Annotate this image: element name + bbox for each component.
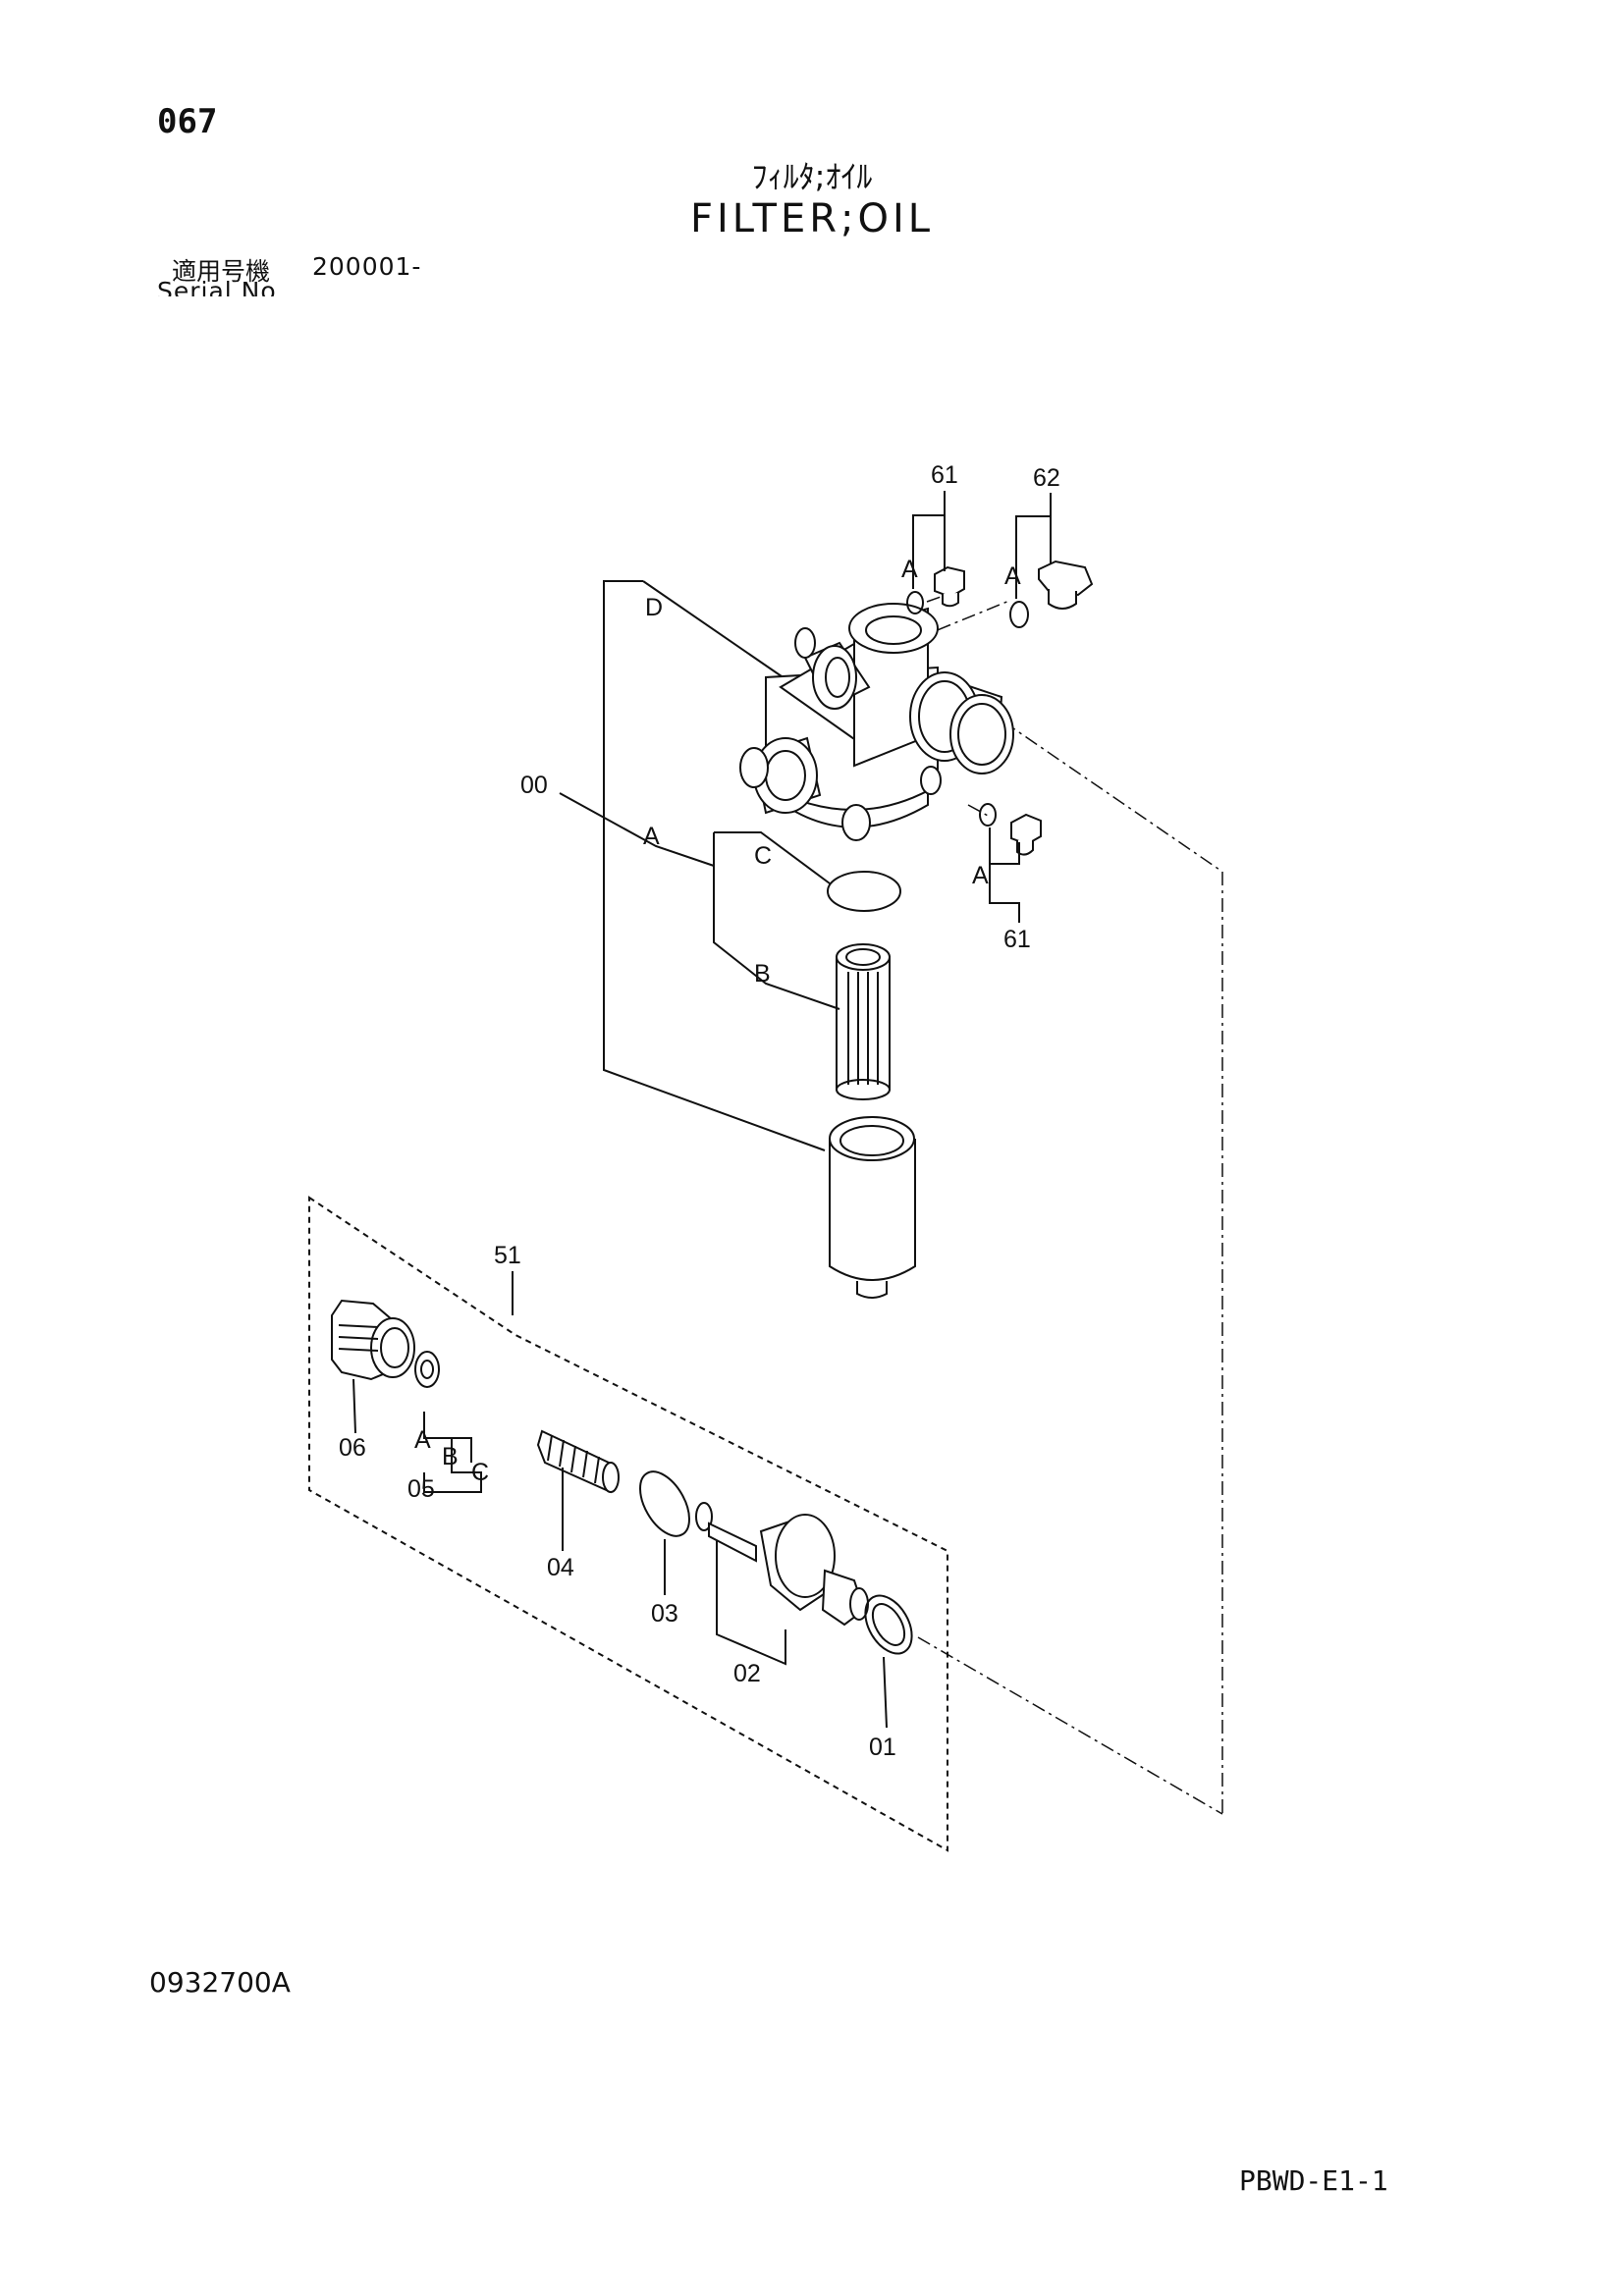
part-01-o-ring	[864, 1594, 913, 1655]
callout-62: 62	[1033, 464, 1060, 492]
plug-61-top	[906, 565, 965, 614]
part-05-washer	[414, 1351, 440, 1388]
leader-b	[713, 832, 840, 1010]
callout-51: 51	[494, 1242, 521, 1269]
callout-a-05: A	[414, 1426, 431, 1454]
part-03-o-ring	[639, 1470, 690, 1537]
page-number: 067	[157, 102, 218, 141]
page-title: FILTER;OIL	[689, 196, 935, 241]
leader-61-top	[912, 491, 946, 589]
leader-c	[714, 831, 831, 884]
callout-b-00: B	[754, 960, 771, 988]
kit-51-boundary	[308, 1196, 948, 1852]
callout-c-00: C	[754, 842, 772, 870]
callout-b-05: B	[442, 1443, 459, 1470]
filter-head-housing	[739, 603, 1014, 841]
callout-a-62: A	[1004, 562, 1021, 590]
drawing-code: 0932700A	[149, 1966, 291, 1999]
callout-05: 05	[407, 1475, 435, 1503]
leader-61-side	[989, 828, 1020, 865]
callout-61-side: 61	[1003, 926, 1031, 953]
callout-02: 02	[733, 1660, 761, 1687]
page-title-japanese: ﾌｨﾙﾀ;ｵｲﾙ	[751, 158, 873, 195]
footer-code: PBWD-E1-1	[1239, 2164, 1388, 2197]
callout-labels: 61 62 A A D 00 A C B A 61 51 06 A B C 05…	[339, 461, 1060, 1761]
alignment-lines	[912, 596, 1223, 1815]
callout-a-61-top: A	[901, 556, 918, 583]
callout-a-00: A	[643, 823, 660, 850]
callout-04: 04	[547, 1554, 574, 1581]
serial-label: Serial No	[157, 277, 277, 296]
callout-61-top: 61	[931, 461, 958, 489]
callout-06: 06	[339, 1434, 366, 1462]
part-06-plug	[331, 1299, 415, 1381]
callout-c-05: C	[471, 1459, 489, 1486]
callout-00: 00	[520, 772, 548, 799]
serial-number-value: 200001-	[312, 252, 422, 281]
callout-01: 01	[869, 1734, 896, 1761]
leader-62	[1015, 493, 1052, 599]
leader-d	[642, 580, 798, 688]
part-04-spring	[536, 1429, 620, 1494]
callout-d: D	[645, 594, 663, 621]
leader-00	[559, 792, 715, 867]
callout-03: 03	[651, 1600, 678, 1628]
part-02-valve	[695, 1502, 869, 1627]
plug-61-side	[979, 803, 1042, 856]
assembly-bracket-00	[603, 580, 826, 1151]
filter-bowl	[829, 1116, 916, 1299]
gasket	[827, 871, 901, 912]
plug-62	[1009, 560, 1094, 628]
callout-a-61-side: A	[972, 862, 989, 889]
serial-label-japanese: 適用号機	[172, 257, 271, 286]
filter-element	[836, 943, 891, 1100]
